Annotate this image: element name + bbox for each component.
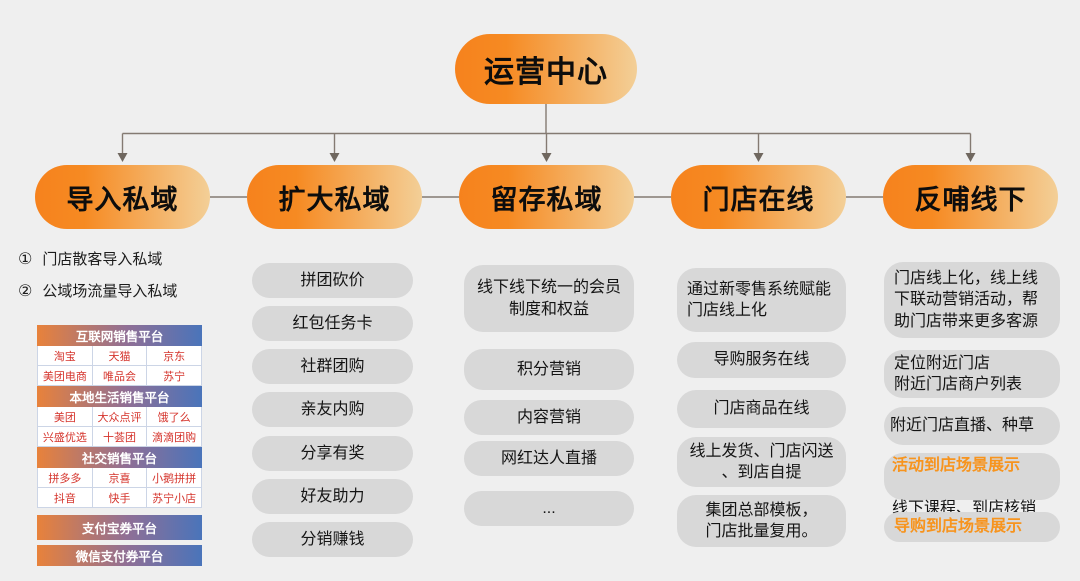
note-number: ②: [18, 282, 33, 300]
table-cell: 兴盛优选: [37, 427, 93, 447]
expand-item: 分享有奖: [252, 436, 413, 471]
table-cell: 快手: [91, 488, 148, 508]
retain-item: 积分营销: [464, 349, 634, 390]
bar-wechat-coupon: 微信支付券平台: [37, 545, 202, 566]
store-online-item: 通过新零售系统赋能门店线上化: [677, 268, 846, 332]
retain-item: 网红达人直播: [464, 441, 634, 476]
note-number: ①: [18, 250, 33, 268]
table-cell: 拼多多: [37, 468, 93, 488]
table-cell: 饿了么: [146, 407, 203, 427]
branch-feed-offline: 反哺线下: [883, 165, 1058, 229]
table-cell: 小鹅拼拼: [146, 468, 203, 488]
table-cell: 京东: [146, 346, 203, 366]
branch-retain-private: 留存私域: [459, 165, 634, 229]
table-cell: 美团: [37, 407, 93, 427]
table-cell: 淘宝: [37, 346, 93, 366]
table-cell: 苏宁: [146, 366, 203, 386]
root-node-operations-center: 运营中心: [455, 34, 637, 104]
highlight-label: 活动到店场景展示: [892, 457, 1021, 475]
table-cell: 美团电商: [37, 366, 93, 386]
expand-item: 亲友内购: [252, 392, 413, 427]
retain-item: 内容营销: [464, 400, 634, 435]
retain-item: 线下线下统一的会员制度和权益: [464, 265, 634, 332]
table-cell: 大众点评: [91, 407, 148, 427]
expand-item: 红包任务卡: [252, 306, 413, 341]
feed-offline-item: 门店线上化，线上线下联动营销活动，帮助门店带来更多客源: [884, 262, 1060, 338]
table-header-local-life: 本地生活销售平台: [37, 386, 202, 407]
table-cell: 唯品会: [91, 366, 148, 386]
feed-offline-item-highlight: 导购到店场景展示: [884, 512, 1060, 542]
platform-table: 互联网销售平台 淘宝 天猫 京东 美团电商 唯品会 苏宁 本地生活销售平台 美团…: [37, 325, 203, 508]
table-row: 拼多多 京喜 小鹅拼拼: [37, 468, 203, 488]
note-text: 门店散客导入私域: [42, 251, 163, 268]
retain-item-ellipsis: ...: [464, 491, 634, 526]
feed-offline-item: 附近门店直播、种草: [884, 407, 1060, 445]
table-cell: 十荟团: [91, 427, 148, 447]
branch-import-private: 导入私域: [35, 165, 210, 229]
table-header-social: 社交销售平台: [37, 447, 202, 468]
expand-item: 好友助力: [252, 479, 413, 514]
store-online-item: 线上发货、门店闪送 、到店自提: [677, 437, 846, 487]
store-online-item: 导购服务在线: [677, 342, 846, 378]
table-row: 淘宝 天猫 京东: [37, 346, 203, 366]
table-row: 美团 大众点评 饿了么: [37, 407, 203, 427]
store-online-item: 门店商品在线: [677, 390, 846, 428]
expand-item: 社群团购: [252, 349, 413, 384]
expand-item: 拼团砍价: [252, 263, 413, 298]
note-text: 公域场流量导入私域: [42, 283, 178, 300]
table-cell: 京喜: [91, 468, 148, 488]
table-row: 抖音 快手 苏宁小店: [37, 488, 203, 508]
feed-offline-item-highlight: 活动到店场景展示 线下课程、到店核销: [884, 453, 1060, 517]
branch-expand-private: 扩大私域: [247, 165, 422, 229]
feed-offline-item: 定位附近门店 附近门店商户列表: [884, 350, 1060, 398]
table-cell: 抖音: [37, 488, 93, 508]
bar-alipay-coupon: 支付宝券平台: [37, 515, 202, 540]
table-cell: 苏宁小店: [146, 488, 203, 508]
table-cell: 天猫: [91, 346, 148, 366]
note-item: ① 门店散客导入私域: [18, 248, 162, 269]
note-item: ② 公域场流量导入私域: [18, 280, 177, 301]
table-row: 美团电商 唯品会 苏宁: [37, 366, 203, 386]
store-online-item: 集团总部模板， 门店批量复用。: [677, 495, 846, 547]
branch-store-online: 门店在线: [671, 165, 846, 229]
table-row: 兴盛优选 十荟团 滴滴团购: [37, 427, 203, 447]
table-header-internet: 互联网销售平台: [37, 325, 202, 346]
feed-offline-highlight-and-text: 活动到店场景展示 线下课程、到店核销: [892, 434, 1036, 518]
table-cell: 滴滴团购: [146, 427, 203, 447]
expand-item: 分销赚钱: [252, 522, 413, 557]
